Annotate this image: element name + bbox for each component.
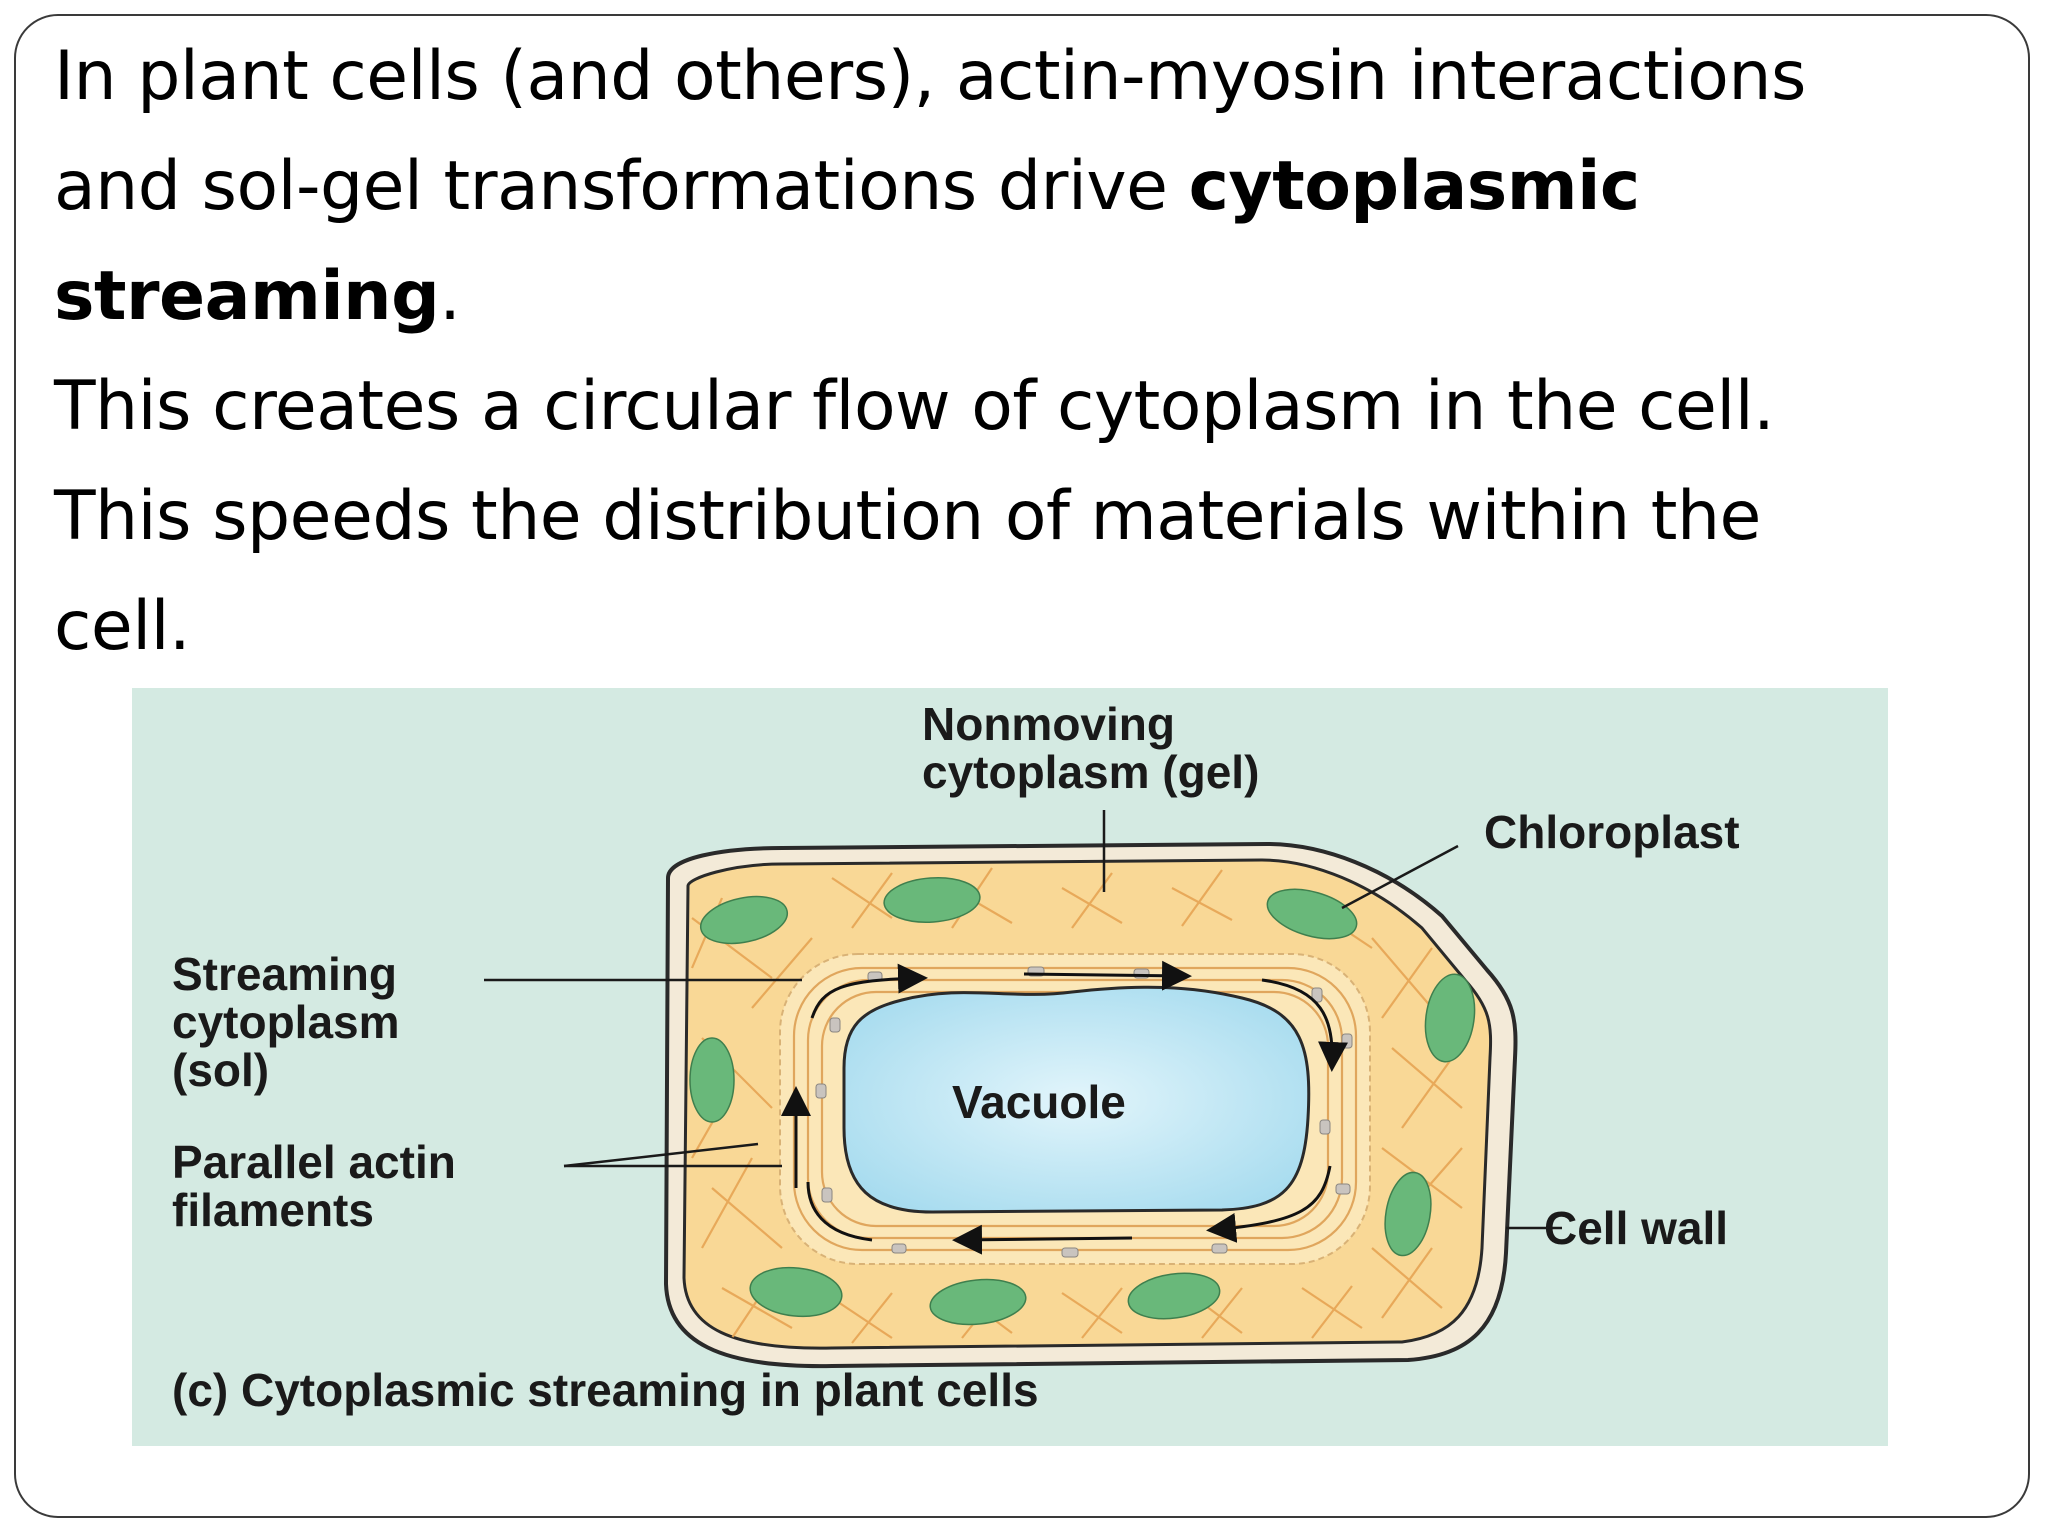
label-vacuole: Vacuole — [952, 1076, 1126, 1128]
chloroplast-4 — [1424, 973, 1476, 1063]
text-line-4: This creates a circular flow of cytoplas… — [54, 367, 1775, 446]
label-streaming-line-2: cytoplasm — [172, 996, 400, 1048]
chloroplast-7 — [749, 1266, 843, 1318]
label-cell-wall: Cell wall — [1544, 1202, 1728, 1254]
label-leader-lines — [484, 810, 1562, 1230]
text-line-6: cell. — [54, 587, 191, 666]
chloroplasts — [689, 877, 1476, 1326]
bold-term-cytoplasmic: cytoplasmic — [1188, 147, 1641, 226]
chloroplast-9 — [1127, 1272, 1221, 1320]
figure-caption: (c) Cytoplasmic streaming in plant cells — [172, 1364, 1039, 1416]
chloroplast-1 — [699, 895, 789, 945]
arrow-top-left — [810, 963, 928, 1019]
vacuole — [842, 985, 1311, 1214]
arrow-bottom-right — [1206, 1165, 1332, 1243]
label-streaming-line-3: (sol) — [172, 1044, 269, 1096]
text-line-5: This speeds the distribution of material… — [54, 477, 1761, 556]
arrow-right — [1261, 978, 1348, 1072]
arrow-bottom-left — [806, 1181, 873, 1242]
label-parallel-line-1: Parallel actin — [172, 1136, 456, 1188]
label-nonmoving-line-1: Nonmoving — [922, 698, 1175, 750]
cell-diagram: Nonmoving cytoplasm (gel) Chloroplast St… — [132, 688, 1888, 1446]
label-parallel-line-2: filaments — [172, 1184, 374, 1236]
chloroplast-8 — [929, 1278, 1027, 1326]
slide-body-text: In plant cells (and others), actin-myosi… — [54, 22, 1994, 682]
text-line-1: In plant cells (and others), actin-myosi… — [54, 37, 1806, 116]
chloroplast-5 — [689, 1037, 735, 1123]
label-chloroplast: Chloroplast — [1484, 806, 1740, 858]
text-line-2: and sol-gel transformations drive cytopl… — [54, 147, 1641, 226]
chloroplast-2 — [883, 877, 981, 923]
arrow-bottom-center — [952, 1224, 1133, 1255]
leader-parallel-1 — [563, 1142, 759, 1168]
label-nonmoving-line-2: cytoplasm (gel) — [922, 746, 1259, 798]
cytoplasmic-streaming-figure: Nonmoving cytoplasm (gel) Chloroplast St… — [132, 688, 1888, 1446]
arrow-top-center — [1023, 960, 1192, 991]
chloroplast-6 — [1384, 1171, 1432, 1257]
leader-chloroplast — [1341, 844, 1459, 910]
bold-term-streaming: streaming — [54, 257, 440, 336]
text-line-3: streaming. — [54, 257, 461, 336]
chloroplast-3 — [1266, 888, 1358, 940]
streaming-arrows — [781, 960, 1348, 1255]
label-streaming-line-1: Streaming — [172, 948, 397, 1000]
